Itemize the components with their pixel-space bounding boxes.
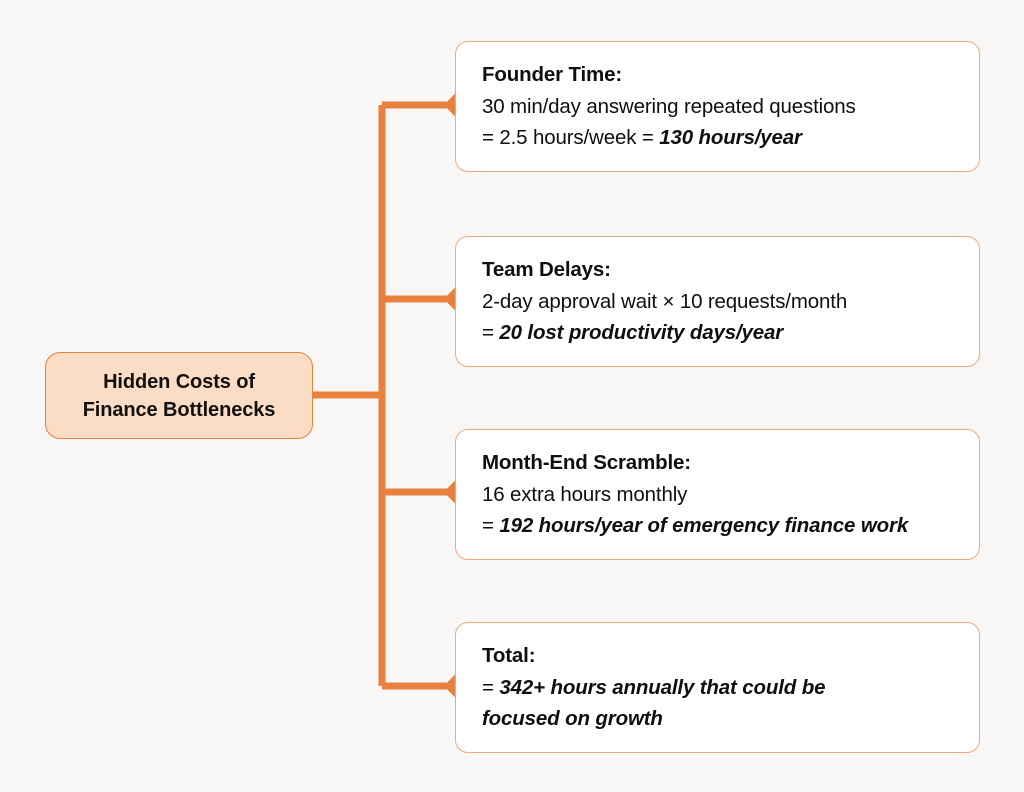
branch-result-3: = 192 hours/year of emergency finance wo…: [482, 510, 959, 542]
root-node-line-1: Hidden Costs of: [103, 370, 255, 393]
branch-title-4: Total:: [482, 644, 536, 667]
branch-body-3: 16 extra hours monthly: [482, 482, 688, 506]
root-node-line-2: Finance Bottlenecks: [82, 398, 276, 421]
branch-body-1: 30 min/day answering repeated questions: [482, 94, 856, 118]
branch-result-prefix-3: =: [482, 514, 500, 537]
branch-body-2: 2-day approval wait × 10 requests/month: [482, 289, 848, 313]
branch-result-value-2: 20 lost productivity days/year: [499, 321, 784, 344]
branch-box-founder-time[interactable]: Founder Time: 30 min/day answering repea…: [455, 41, 980, 172]
branch-result-4-continued: focused on growth: [482, 707, 663, 730]
root-node[interactable]: Hidden Costs of Finance Bottlenecks: [45, 352, 313, 439]
branch-box-team-delays[interactable]: Team Delays: 2-day approval wait × 10 re…: [455, 236, 980, 367]
branch-title-1: Founder Time:: [482, 63, 623, 86]
branch-result-4: = 342+ hours annually that could be: [482, 672, 959, 704]
branch-result-2: = 20 lost productivity days/year: [482, 317, 959, 349]
branch-title-2: Team Delays:: [482, 258, 611, 281]
branch-result-value-1: 130 hours/year: [659, 126, 802, 149]
branch-result-prefix-2: =: [482, 321, 500, 344]
branch-result-1: = 2.5 hours/week = 130 hours/year: [482, 122, 959, 154]
branch-title-3: Month-End Scramble:: [482, 451, 691, 474]
branch-box-total[interactable]: Total: = 342+ hours annually that could …: [455, 622, 980, 753]
branch-result-value-4: 342+ hours annually that could be: [499, 675, 826, 699]
branch-box-month-end-scramble[interactable]: Month-End Scramble: 16 extra hours month…: [455, 429, 980, 560]
branch-result-prefix-4: =: [482, 675, 500, 699]
branch-result-prefix-1: = 2.5 hours/week =: [482, 126, 660, 149]
branch-result-value-3: 192 hours/year of emergency finance work: [499, 514, 909, 537]
